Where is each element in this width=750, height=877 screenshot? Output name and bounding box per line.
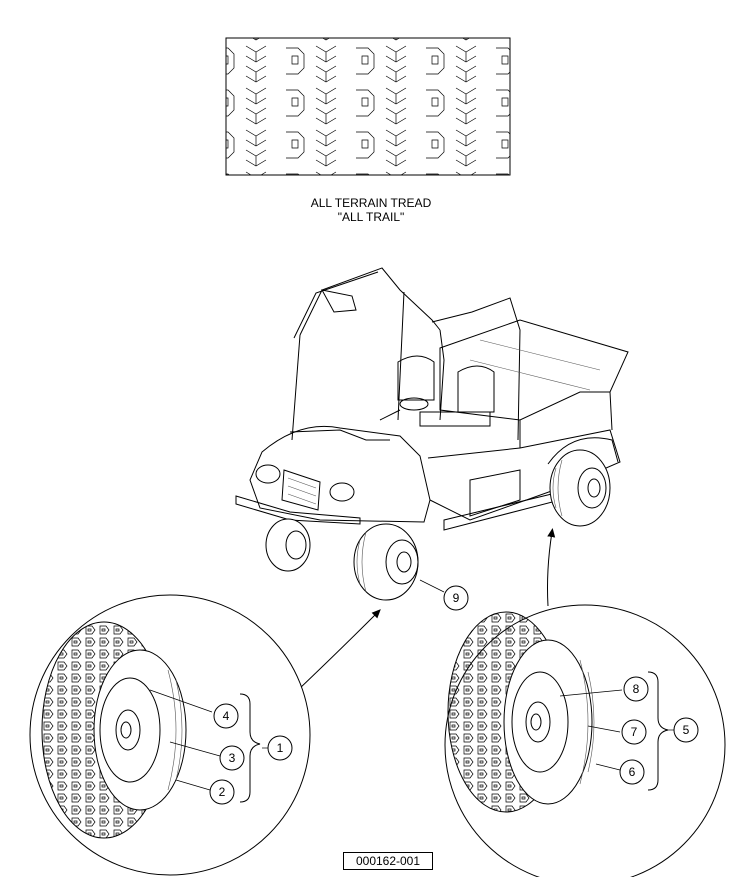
callout-5: 5 xyxy=(673,717,699,743)
callout-6: 6 xyxy=(619,759,645,785)
arrow-front xyxy=(297,609,381,691)
callout-5-label: 5 xyxy=(683,723,690,737)
front-wheel xyxy=(353,523,419,601)
detail-rear-wheel xyxy=(444,604,726,877)
callout-9-label: 9 xyxy=(453,591,460,605)
callout-2-label: 2 xyxy=(219,785,226,799)
tread-caption-line1: ALL TERRAIN TREAD xyxy=(310,196,432,210)
arrow-rear xyxy=(547,528,556,607)
callout-8: 8 xyxy=(623,676,649,702)
utility-vehicle xyxy=(235,267,629,601)
callout-6-label: 6 xyxy=(629,765,636,779)
callout-9: 9 xyxy=(419,579,469,611)
callout-7: 7 xyxy=(621,719,647,745)
tread-swatch xyxy=(225,37,511,176)
callout-1: 1 xyxy=(267,735,293,761)
callout-7-label: 7 xyxy=(631,725,638,739)
callout-3: 3 xyxy=(219,745,245,771)
callout-3-label: 3 xyxy=(229,751,236,765)
document-number: 000162-001 xyxy=(343,852,433,870)
callout-2: 2 xyxy=(209,779,235,805)
callout-8-label: 8 xyxy=(633,682,640,696)
detail-front-wheel xyxy=(29,594,311,876)
rear-wheel xyxy=(549,449,611,527)
callout-1-label: 1 xyxy=(277,741,284,755)
callout-4-label: 4 xyxy=(223,709,230,723)
tread-caption-line2: "ALL TRAIL" xyxy=(337,210,405,224)
callout-4: 4 xyxy=(213,703,239,729)
